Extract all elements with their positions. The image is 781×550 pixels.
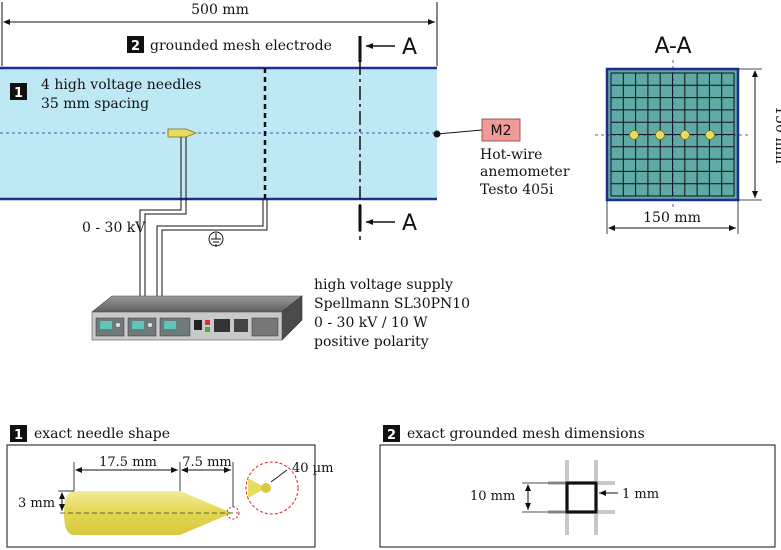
badge-1 <box>10 83 27 100</box>
anemometer: M2 Hot-wire anemometer Testo 405i <box>433 118 570 198</box>
needles-label: 1 4 high voltage needles 35 mm spacing <box>10 77 201 112</box>
air-channel <box>0 66 437 201</box>
supply-label-line1: high voltage supply <box>314 277 453 293</box>
section-title: A-A <box>654 34 691 59</box>
needle-position-1 <box>629 130 639 140</box>
mesh-cell <box>565 481 598 514</box>
supply-label-line4: positive polarity <box>314 334 429 350</box>
sensor-id-box <box>481 118 521 142</box>
badge-2 <box>127 36 144 53</box>
section-width-label: 150 mm <box>643 210 701 226</box>
ground-symbol-icon <box>208 231 224 247</box>
needles-label-line2: 35 mm spacing <box>41 96 149 112</box>
needle-diameter: 3 mm <box>18 496 55 511</box>
sensor-label-line1: Hot-wire <box>480 147 542 163</box>
tip-radius-label: 40 µm <box>292 461 333 476</box>
mesh-label-text: grounded mesh electrode <box>150 38 332 54</box>
needle-position-3 <box>680 130 690 140</box>
mesh-wire-size: 1 mm <box>622 487 659 502</box>
section-marker-bottom: A <box>402 211 417 236</box>
svg-text:1: 1 <box>14 428 23 443</box>
sensor-label-line2: anemometer <box>480 164 570 180</box>
width-label: 500 mm <box>191 2 249 18</box>
hv-wire <box>139 137 187 300</box>
ground-wire <box>156 199 268 300</box>
section-height-label: 150 mm <box>772 106 781 164</box>
tip-zoom-circle <box>245 461 299 515</box>
badge-2-detail <box>383 425 400 442</box>
needle-icon <box>167 128 198 138</box>
needles-label-line1: 4 high voltage needles <box>41 77 201 93</box>
detail-mesh: 2 exact grounded mesh dimensions 10 mm 1… <box>379 425 776 548</box>
power-supply-icon <box>91 295 303 341</box>
tip-highlight <box>226 506 240 520</box>
supply-label: high voltage supply Spellmann SL30PN10 0… <box>314 277 470 350</box>
svg-text:2: 2 <box>131 39 140 54</box>
svg-text:2: 2 <box>387 428 396 443</box>
sensor-id: M2 <box>491 123 512 139</box>
mesh-cell-size: 10 mm <box>470 489 515 504</box>
supply-label-line2: Spellmann SL30PN10 <box>314 296 470 312</box>
detail-mesh-title: exact grounded mesh dimensions <box>407 426 645 442</box>
needle-position-4 <box>705 130 715 140</box>
width-dimension: 500 mm <box>1 2 438 66</box>
svg-text:1: 1 <box>14 86 23 101</box>
badge-1-detail <box>10 425 27 442</box>
detail-needle: 1 exact needle shape 17.5 mm 7.5 mm 3 mm… <box>6 425 333 548</box>
sensor-label-line3: Testo 405i <box>480 182 554 198</box>
voltage-label: 0 - 30 kV <box>82 220 146 236</box>
detail-needle-title: exact needle shape <box>34 426 170 442</box>
mesh-label: 2 grounded mesh electrode <box>127 36 332 54</box>
mesh-grid <box>610 72 735 197</box>
section-view: A-A 150 mm 150 mm <box>595 34 781 234</box>
section-line: A A <box>358 35 417 240</box>
needle-body-length: 17.5 mm <box>99 455 157 470</box>
needle-tip-length: 7.5 mm <box>182 455 231 470</box>
needle-positions <box>629 130 715 140</box>
section-marker-top: A <box>402 35 417 60</box>
needle-position-2 <box>655 130 665 140</box>
supply-label-line3: 0 - 30 kV / 10 W <box>314 315 428 331</box>
